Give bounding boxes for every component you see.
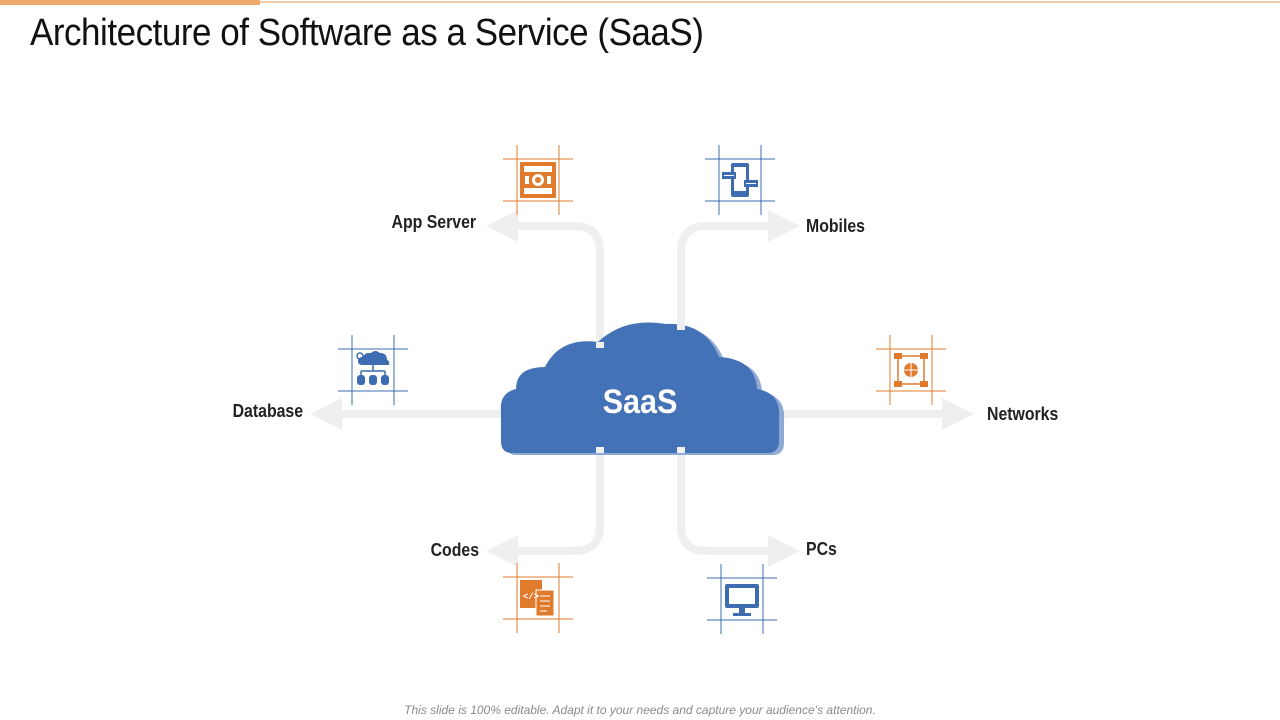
mobile-chat-icon [705,145,775,215]
top-accent-bar [0,0,260,5]
server-icon [503,145,573,215]
codes-icon-box: </> [503,563,573,633]
cloud-label: SaaS [603,383,678,421]
label-mobiles: Mobiles [806,216,865,236]
label-database: Database [232,401,303,421]
footer-note: This slide is 100% editable. Adapt it to… [404,703,876,717]
saas-cloud [500,322,780,453]
connector-pcs [677,448,800,567]
connectors [310,210,974,567]
label-codes: Codes [430,540,479,560]
slide-title: Architecture of Software as a Service (S… [30,12,704,54]
label-app-server: App Server [391,212,476,232]
app-server-icon-box [503,145,573,215]
connector-codes [486,448,604,567]
connector-app-server [486,210,604,350]
pcs-icon-box [707,564,777,634]
code-file-icon: </> [503,563,573,633]
connector-mobiles [677,210,800,330]
svg-text:</>: </> [523,592,539,602]
cloud-database-icon [338,335,408,405]
networks-icon-box [876,335,946,405]
label-networks: Networks [987,404,1059,424]
network-globe-icon [876,335,946,405]
label-pcs: PCs [806,539,837,559]
cloud-notches [596,324,685,453]
mobiles-icon-box [705,145,775,215]
top-divider-line [260,1,1280,3]
monitor-icon [707,564,777,634]
database-icon-box [338,335,408,405]
